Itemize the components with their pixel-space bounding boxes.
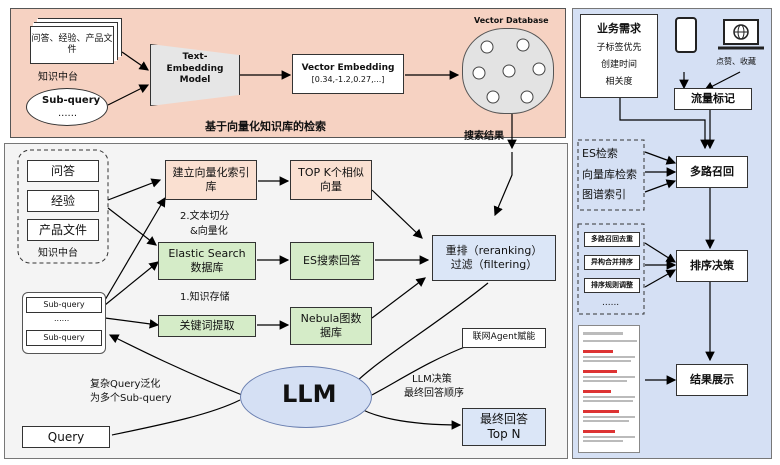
vector-db-icon [462,28,554,114]
kb-item-qa: 问答 [27,160,99,182]
kb-item-product-docs-label: 产品文件 [38,222,87,237]
keyword-extract-box: 关键词提取 [158,315,256,337]
subquery-cloud [26,88,108,126]
subquery-item-1-label: Sub-query [43,300,85,309]
text-embedding-model-label: Text-Embedding Model [166,52,224,86]
kb-group-label: 知识中台 [38,248,78,259]
agent-box: 联网Agent赋能 [462,328,546,348]
step2-caption-line1: 2.文本切分 [180,211,230,222]
result-display-box: 结果展示 [676,364,748,396]
strategy-rules-label: 排序规则调整 [591,281,633,290]
kb-item-experience-label: 经验 [50,193,75,208]
build-index-box: 建立向量化索引库 [165,160,257,200]
result-list-preview-icon [583,332,637,442]
nebula-box: Nebula图数据库 [290,307,372,345]
subquery-item-2: Sub-query [26,330,102,346]
final-answer-box: 最终回答 Top N [462,408,546,446]
ranking-decision-label: 排序决策 [690,259,734,273]
final-answer-line2: Top N [487,427,521,441]
step1-caption: 1.知识存储 [180,292,230,303]
search-result-label: 搜索结果 [464,131,504,142]
subquery-item-2-label: Sub-query [43,333,85,342]
vector-db-nodes-icon [472,38,546,104]
es-db-box: Elastic Search数据库 [158,242,256,280]
biz-requirement-box: 业务需求 子标签优先 创建时间 相关度 [580,14,658,98]
rerank-box: 重排（reranking） 过滤（filtering） [432,235,556,281]
decision-caption-line1: LLM决策 [412,374,452,385]
strategy-merge-label: 异构合并排序 [591,258,633,267]
vector-embedding-box: Vector Embedding [0.34,-1.2,0.27,...] [292,54,404,94]
document-stack-label: 问答、经验、产品文件 [31,33,113,55]
biz-item-0: 子标签优先 [596,42,642,53]
agent-label: 联网Agent赋能 [472,332,536,343]
generalize-line2: 为多个Sub-query [90,393,172,404]
llm-ellipse [240,366,372,428]
source-vector: 向量库检索 [582,168,637,181]
vector-db-label: Vector Database [474,16,549,25]
kb-item-product-docs: 产品文件 [27,219,99,241]
traffic-mark-label: 流量标记 [691,92,735,106]
ranking-decision-box: 排序决策 [676,250,748,282]
multi-recall-label: 多路召回 [690,165,734,179]
vector-panel-title: 基于向量化知识库的检索 [205,120,326,133]
llm-label: LLM [282,380,337,408]
result-display-label: 结果展示 [690,373,734,387]
strategy-dedup: 多路召回去重 [584,232,640,247]
source-es: ES检索 [582,147,618,160]
step2-caption-line2: &向量化 [190,226,228,237]
document-stack: 问答、经验、产品文件 [30,26,114,64]
laptop-globe-icon [718,19,764,50]
generalize-line1: 复杂Query泛化 [90,379,161,390]
decision-caption-line2: 最终回答顺序 [404,388,464,399]
source-graph: 图谱索引 [582,188,626,201]
rerank-label-line2: 过滤（filtering） [450,258,538,271]
vector-embedding-title: Vector Embedding [301,63,395,74]
biz-item-1: 创建时间 [600,59,637,70]
interaction-caption: 点赞、收藏 [716,57,756,66]
subquery-cloud-dots: ...... [58,108,78,119]
result-preview-thumbnail [578,325,640,453]
subquery-ellipsis: ...... [54,314,70,323]
rerank-label-line1: 重排（reranking） [445,244,543,258]
es-db-label: Elastic Search数据库 [168,247,246,274]
es-answer-label: ES搜索回答 [303,254,361,268]
kb-item-qa-label: 问答 [50,163,75,178]
device-icons [675,17,764,53]
build-index-label: 建立向量化索引库 [172,166,250,193]
subquery-item-1: Sub-query [26,297,102,313]
topk-box: TOP K个相似向量 [290,160,372,200]
keyword-extract-label: 关键词提取 [179,319,235,333]
vector-embedding-values: [0.34,-1.2,0.27,...] [311,74,385,84]
biz-requirement-title: 业务需求 [597,22,641,35]
subquery-cloud-label: Sub-query [42,95,101,106]
query-box: Query [22,426,110,448]
strategy-rules: 排序规则调整 [584,278,640,293]
strategy-dedup-label: 多路召回去重 [591,235,633,244]
phone-icon [675,17,697,53]
strategy-merge: 异构合并排序 [584,255,640,270]
strategy-more: ...... [602,298,620,308]
topk-label: TOP K个相似向量 [298,166,364,193]
es-answer-box: ES搜索回答 [290,242,374,280]
biz-item-2: 相关度 [605,77,633,88]
kb-caption: 知识中台 [38,72,78,83]
nebula-label: Nebula图数据库 [300,312,362,339]
traffic-mark-box: 流量标记 [674,88,752,110]
final-answer-line1: 最终回答 [479,412,528,426]
multi-recall-box: 多路召回 [676,156,748,188]
query-label: Query [47,429,85,444]
kb-item-experience: 经验 [27,190,99,212]
